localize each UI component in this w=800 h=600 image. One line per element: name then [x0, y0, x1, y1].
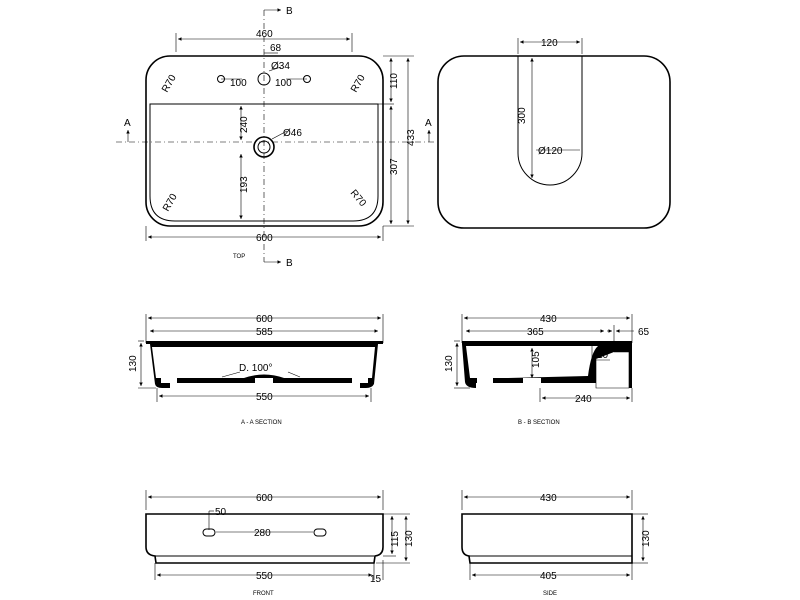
overflow-left — [202, 528, 216, 537]
drain-inner — [257, 140, 271, 154]
label-130-aa: 130 — [128, 355, 139, 372]
label-10: 10 — [597, 350, 609, 361]
overflow-right — [313, 528, 327, 537]
side-outline — [461, 513, 633, 564]
label-307: 307 — [389, 158, 400, 175]
caption-side: SIDE — [543, 591, 557, 597]
label-100-left: 100 — [230, 78, 247, 89]
label-365: 365 — [527, 327, 544, 338]
drain-outer — [253, 136, 275, 158]
back-outline — [437, 55, 671, 229]
label-585: 585 — [256, 327, 273, 338]
label-r70-top-right: R70 — [349, 73, 368, 95]
top-view: B B A A 460 68 Ø34 100 10 — [116, 6, 436, 269]
label-100-right: 100 — [275, 78, 292, 89]
tap-hole-center — [257, 72, 271, 86]
label-430-bb: 430 — [540, 314, 557, 325]
label-105: 105 — [531, 351, 542, 368]
label-300: 300 — [517, 107, 528, 124]
caption-aa-section: A - A SECTION — [241, 420, 282, 426]
label-r70-top-left: R70 — [160, 73, 179, 95]
label-d46: Ø46 — [283, 128, 302, 139]
label-550-front: 550 — [256, 571, 273, 582]
marker-a-right: A — [425, 118, 432, 129]
caption-bb-section: B - B SECTION — [518, 420, 560, 426]
label-120: 120 — [541, 38, 558, 49]
front-view: 600 50 280 115 130 550 15 FRONT — [145, 490, 415, 597]
label-600-top-view: 600 — [256, 233, 273, 244]
caption-front: FRONT — [253, 591, 274, 597]
label-r70-bottom-left: R70 — [161, 192, 180, 214]
aa-bowl-interior — [152, 347, 375, 378]
back-view: 120 300 Ø120 — [437, 38, 671, 229]
label-433: 433 — [406, 129, 417, 146]
label-600-aa: 600 — [256, 314, 273, 325]
label-115: 115 — [390, 531, 401, 547]
label-193: 193 — [239, 176, 250, 193]
label-240: 240 — [239, 116, 250, 133]
label-d120: Ø120 — [538, 146, 563, 157]
label-110: 110 — [389, 73, 400, 89]
caption-top: TOP — [233, 254, 245, 260]
label-550-aa: 550 — [256, 392, 273, 403]
label-280: 280 — [254, 528, 271, 539]
label-430-side: 430 — [540, 493, 557, 504]
label-460: 460 — [256, 29, 273, 40]
marker-a-left: A — [124, 118, 131, 129]
marker-b-top: B — [286, 6, 293, 17]
bb-section-view: 430 365 65 10 105 130 240 B - B SECTION — [444, 314, 650, 426]
label-130-side: 130 — [641, 530, 652, 547]
label-d34: Ø34 — [271, 61, 290, 72]
side-view: 430 130 405 SIDE — [461, 490, 652, 597]
wall-slot-outline — [517, 56, 583, 186]
label-angle: D. 100° — [239, 363, 272, 374]
label-240-bb: 240 — [575, 394, 592, 405]
label-130-front: 130 — [404, 530, 415, 547]
label-r70-bottom-right: R70 — [348, 188, 369, 209]
label-600-front: 600 — [256, 493, 273, 504]
aa-section-view: 600 585 D. 100° 550 130 A - A SECTION — [128, 314, 384, 426]
label-68: 68 — [270, 43, 282, 54]
basin-bowl-outline — [149, 103, 379, 222]
rear-slot — [595, 351, 630, 389]
label-405: 405 — [540, 571, 557, 582]
label-50: 50 — [215, 507, 227, 518]
label-130-bb: 130 — [444, 355, 455, 372]
label-15: 15 — [370, 574, 382, 585]
basin-outer-outline — [145, 55, 384, 227]
marker-b-bottom: B — [286, 258, 293, 269]
label-65: 65 — [638, 327, 650, 338]
